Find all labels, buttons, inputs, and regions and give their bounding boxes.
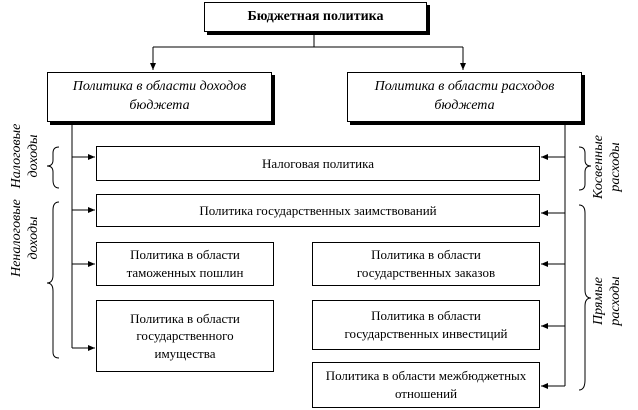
orders-policy-label: Политика в области государственных заказ… (356, 247, 496, 280)
budget-policy-box: Бюджетная политика (204, 2, 427, 32)
borrowing-policy-label: Политика государственных заимствований (199, 202, 437, 218)
indirect-expenses-label: Косвенные расходы (591, 135, 623, 199)
investment-policy-label: Политика в области государственных инвес… (344, 308, 508, 341)
borrowing-policy-box: Политика государственных заимствований (96, 194, 540, 227)
customs-policy-box: Политика в области таможенных пошлин (96, 242, 274, 286)
customs-policy-label: Политика в области таможенных пошлин (126, 247, 244, 280)
interbudget-policy-box: Политика в области межбюджетных отношени… (312, 362, 540, 408)
budget-policy-label: Бюджетная политика (247, 8, 384, 24)
revenue-policy-box: Политика в области доходов бюджета (47, 72, 272, 122)
expenditure-policy-box: Политика в области расходов бюджета (347, 72, 582, 122)
tax-policy-label: Налоговая политика (262, 155, 374, 171)
orders-policy-box: Политика в области государственных заказ… (312, 242, 540, 286)
property-policy-box: Политика в области государственного имущ… (96, 300, 274, 372)
interbudget-policy-label: Политика в области межбюджетных отношени… (325, 368, 527, 401)
revenue-policy-label: Политика в области доходов бюджета (72, 79, 247, 113)
direct-expenses-label: Прямые расходы (591, 276, 623, 326)
nontax-income-label: Неналоговые доходы (9, 199, 41, 277)
investment-policy-box: Политика в области государственных инвес… (312, 300, 540, 350)
tax-policy-box: Налоговая политика (96, 146, 540, 181)
expenditure-policy-label: Политика в области расходов бюджета (374, 79, 555, 113)
property-policy-label: Политика в области государственного имущ… (130, 310, 240, 361)
